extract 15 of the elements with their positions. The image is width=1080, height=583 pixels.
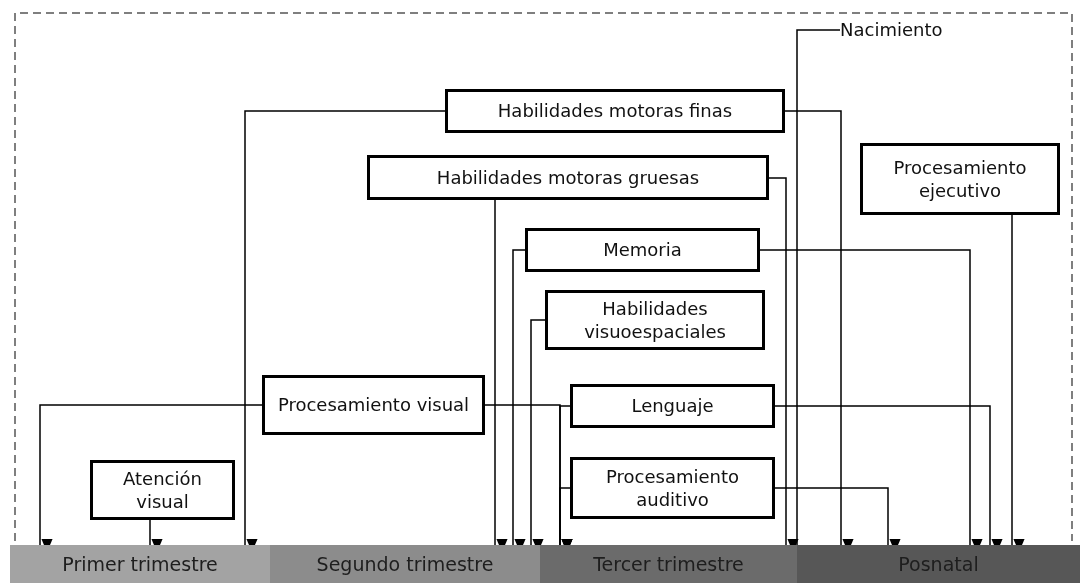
skill-box: Habilidades motoras finas (445, 89, 785, 133)
skill-box: Procesamiento visual (262, 375, 485, 435)
skill-box: Habilidades motoras gruesas (367, 155, 769, 200)
connector-line (796, 29, 841, 546)
skill-box: Procesamiento auditivo (570, 457, 775, 519)
period-bar: Primer trimestre (10, 545, 270, 583)
skill-box: Lenguaje (570, 384, 775, 428)
period-bar: Posnatal (797, 545, 1080, 583)
milestone-label: Nacimiento (840, 16, 990, 44)
period-bar: Segundo trimestre (270, 545, 540, 583)
skill-box: Atención visual (90, 460, 235, 520)
skill-box: Memoria (525, 228, 760, 272)
period-bar: Tercer trimestre (540, 545, 797, 583)
skill-box: Procesamiento ejecutivo (860, 143, 1060, 215)
skill-box: Habilidades visuoespaciales (545, 290, 765, 350)
